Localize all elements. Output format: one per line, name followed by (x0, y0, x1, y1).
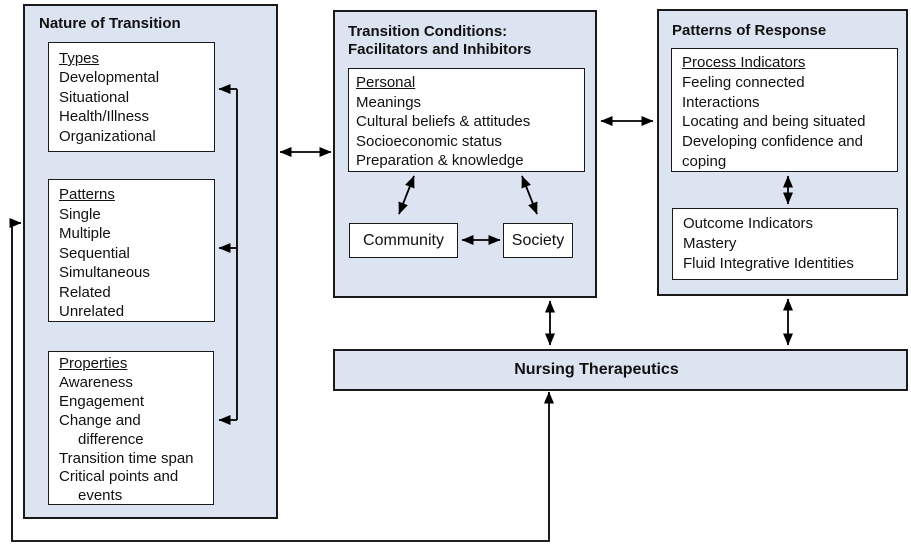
properties-box: Properties Awareness Engagement Change a… (48, 351, 214, 505)
types-heading: Types (59, 50, 100, 67)
types-item: Developmental (59, 69, 160, 87)
nature-of-transition-panel: Nature of Transition Types Developmental… (23, 4, 278, 519)
properties-item: Awareness (59, 373, 133, 391)
types-box: Types Developmental Situational Health/I… (48, 42, 215, 152)
outcome-item: Mastery (683, 235, 737, 252)
personal-item: Preparation & knowledge (356, 152, 524, 169)
nature-panel-title: Nature of Transition (39, 15, 181, 32)
patterns-item: Simultaneous (59, 264, 150, 281)
patterns-item: Sequential (59, 244, 130, 262)
properties-item-continuation: difference (78, 430, 144, 448)
types-item: Health/Illness (59, 108, 150, 126)
outcome-indicators-heading: Outcome Indicators (683, 215, 814, 232)
process-indicators-heading: Process Indicators (682, 54, 806, 71)
nursing-therapeutics-label: Nursing Therapeutics (514, 361, 679, 378)
conditions-panel-title: Transition Conditions: Facilitators and … (348, 23, 531, 59)
properties-item-continuation: events (78, 487, 123, 505)
process-item-continuation: coping (682, 152, 727, 170)
personal-item: Cultural beliefs & attitudes (356, 113, 531, 130)
community-box: Community (349, 223, 458, 258)
properties-item: Transition time span (59, 449, 194, 467)
process-item: Locating and being situated (682, 113, 866, 131)
types-item: Situational (59, 88, 130, 106)
process-item: Developing confidence and (682, 133, 863, 151)
patterns-item: Related (59, 283, 111, 301)
response-panel-title: Patterns of Response (672, 22, 827, 39)
conditions-title-line1: Transition Conditions: (348, 23, 508, 40)
outcome-indicators-box: Outcome Indicators Mastery Fluid Integra… (672, 208, 898, 280)
patterns-item: Multiple (59, 225, 111, 242)
society-box: Society (503, 223, 573, 258)
community-label: Community (363, 231, 444, 249)
outcome-item: Fluid Integrative Identities (683, 255, 854, 272)
patterns-box: Patterns Single Multiple Sequential Simu… (48, 179, 215, 322)
process-item: Feeling connected (682, 73, 805, 91)
process-indicators-box: Process Indicators Feeling connected Int… (671, 48, 898, 172)
properties-item: Change and (59, 411, 141, 429)
patterns-of-response-panel: Patterns of Response Process Indicators … (657, 9, 908, 296)
types-item: Organizational (59, 127, 156, 145)
personal-heading: Personal (356, 74, 416, 91)
patterns-item: Unrelated (59, 303, 125, 320)
process-item: Interactions (682, 93, 760, 111)
nursing-therapeutics-bar: Nursing Therapeutics (333, 349, 908, 391)
patterns-item: Single (59, 205, 101, 223)
properties-item: Engagement (59, 392, 145, 410)
patterns-heading: Patterns (59, 186, 115, 203)
properties-item: Critical points and (59, 468, 179, 486)
personal-item: Meanings (356, 93, 422, 111)
personal-box: Personal Meanings Cultural beliefs & att… (348, 68, 585, 172)
personal-item: Socioeconomic status (356, 132, 502, 150)
transition-conditions-panel: Transition Conditions: Facilitators and … (333, 10, 597, 298)
society-label: Society (511, 231, 565, 249)
conditions-title-line2: Facilitators and Inhibitors (348, 41, 532, 58)
properties-heading: Properties (59, 355, 128, 372)
